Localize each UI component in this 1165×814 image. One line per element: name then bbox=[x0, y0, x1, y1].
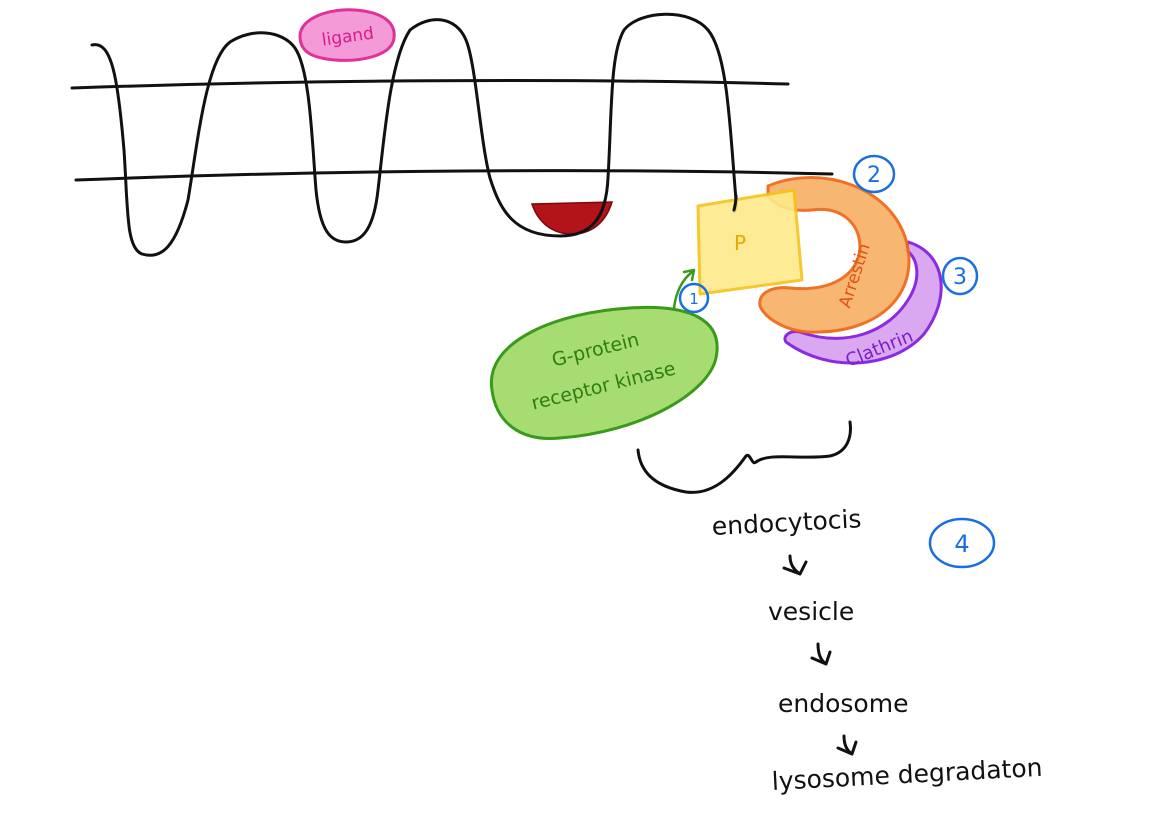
pathway-arrow-3 bbox=[836, 734, 858, 756]
pathway-step-endosome: endosome bbox=[778, 689, 908, 718]
receptor-c-tail bbox=[732, 194, 738, 212]
step-2-label: 2 bbox=[867, 163, 881, 188]
ligand-blob bbox=[298, 8, 396, 62]
phosphate-box bbox=[696, 188, 804, 296]
g-protein-receptor-kinase: G-protein receptor kinase bbox=[489, 268, 719, 441]
pathway-step-lysosome-degradation: lysosome degradaton bbox=[771, 753, 1043, 796]
pathway-step-vesicle: vesicle bbox=[768, 597, 854, 626]
step-3-circle bbox=[941, 256, 979, 296]
membrane-inner-line bbox=[74, 169, 834, 182]
pathway-step-endocytosis: endocytocis bbox=[711, 504, 862, 541]
phosphate-label: P bbox=[734, 231, 746, 255]
step-4-circle bbox=[928, 517, 996, 569]
pathway-arrow-2 bbox=[810, 642, 832, 666]
membrane-outer-line bbox=[70, 79, 790, 90]
endocytosis-pathway: endocytocis vesicle endosome lysosome de… bbox=[711, 504, 1043, 796]
step-2-marker: 2 bbox=[852, 154, 896, 194]
step-1-circle bbox=[678, 282, 710, 314]
step-1-marker: 1 bbox=[678, 282, 710, 314]
step-2-circle bbox=[852, 154, 896, 194]
kinase-blob bbox=[489, 305, 719, 441]
phosphate: P bbox=[696, 188, 804, 296]
arrestin-shape bbox=[758, 176, 911, 334]
step-4-marker: 4 bbox=[928, 517, 996, 569]
cell-membrane bbox=[70, 79, 834, 182]
step-3-marker: 3 bbox=[941, 256, 979, 296]
step-3-label: 3 bbox=[953, 265, 967, 290]
pathway-arrow-1 bbox=[782, 554, 808, 576]
kinase-arrow bbox=[672, 270, 694, 310]
step-1-label: 1 bbox=[689, 290, 699, 308]
step-4-label: 4 bbox=[954, 530, 969, 558]
gpcr-receptor bbox=[90, 12, 738, 257]
kinase-arrowhead bbox=[682, 268, 696, 282]
grouping-brace bbox=[636, 420, 852, 494]
clathrin-shape bbox=[783, 240, 943, 365]
ligand: ligand bbox=[298, 8, 396, 62]
g-protein-binding-site bbox=[530, 201, 614, 235]
